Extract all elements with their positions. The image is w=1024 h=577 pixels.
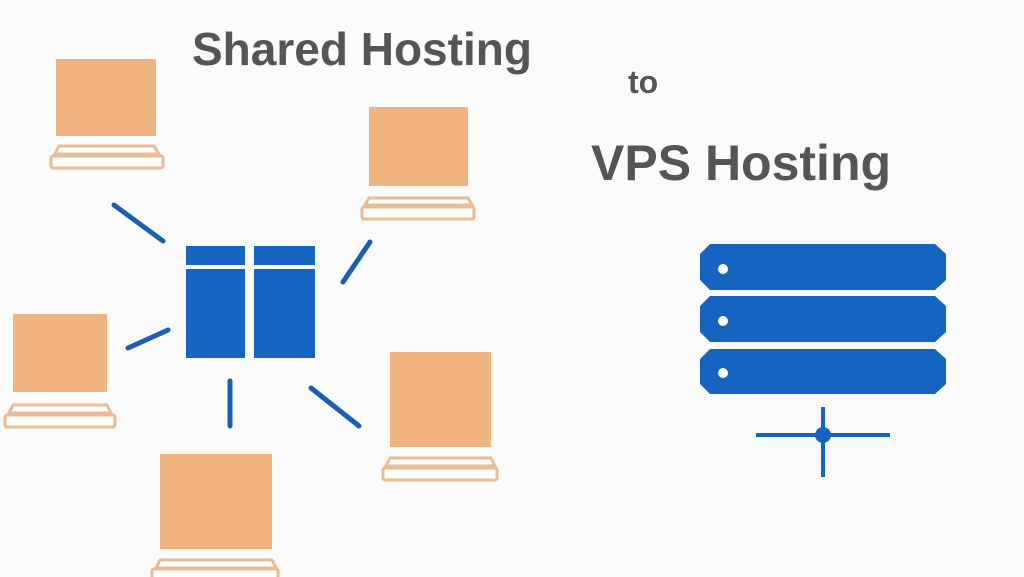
- computer-icon: [150, 454, 280, 577]
- title-to: to: [628, 64, 659, 100]
- computer-icon: [3, 314, 117, 429]
- computer-icon: [381, 352, 499, 482]
- server-rack-icon: [700, 244, 946, 394]
- shared-server-icon: [186, 246, 315, 358]
- computer-icon: [49, 59, 165, 170]
- connection-lines: [111, 202, 373, 429]
- network-node-icon: [756, 407, 890, 477]
- connection-line: [111, 202, 166, 244]
- computer-icon: [360, 107, 476, 221]
- connection-line: [340, 239, 373, 285]
- title-vps-hosting: VPS Hosting: [591, 135, 892, 191]
- connection-line: [308, 385, 362, 429]
- connection-line: [125, 327, 171, 351]
- title-shared-hosting: Shared Hosting: [192, 23, 532, 75]
